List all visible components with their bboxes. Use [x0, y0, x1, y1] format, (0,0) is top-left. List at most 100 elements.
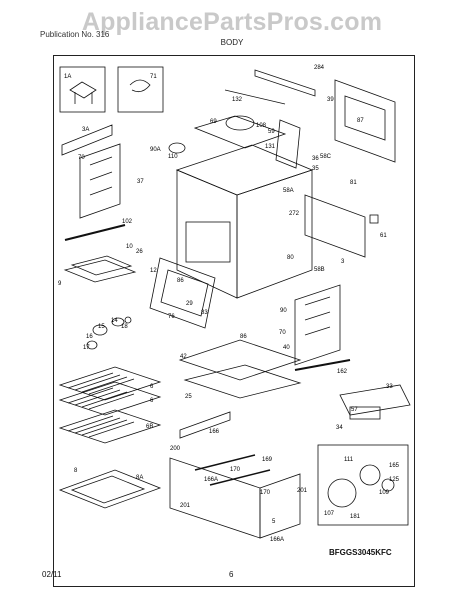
part-callout: 90 [280, 308, 287, 314]
part-17-knob [86, 340, 98, 350]
part-8-drawer [58, 469, 162, 509]
part-callout: 200 [170, 446, 181, 452]
part-10-broil-insert [70, 255, 133, 276]
part-284-drawing [69, 81, 97, 104]
part-callout: 90A [150, 147, 161, 153]
part-callout: 40 [283, 345, 290, 351]
part-87-drawing [344, 95, 386, 141]
part-57-drawing [349, 406, 381, 420]
part-callout: 6 [150, 384, 154, 390]
part-callout: 83 [201, 310, 208, 316]
part-callout: 6 [150, 398, 154, 404]
part-callout: 284 [314, 65, 325, 71]
part-111-blade [359, 464, 381, 486]
part-39-drawing [129, 79, 151, 93]
part-callout: 37 [137, 179, 144, 185]
part-132-drawing [224, 89, 286, 105]
part-callout: 1A [64, 74, 71, 80]
part-callout: 107 [324, 511, 335, 517]
part-callout: 125 [389, 477, 400, 483]
part-callout: 42 [180, 354, 187, 360]
part-14-knob [124, 316, 132, 324]
part-callout: 18 [121, 324, 128, 330]
part-callout: 3A [82, 127, 89, 133]
oven-side [236, 169, 313, 299]
part-callout: 165 [389, 463, 400, 469]
part-110-drawing [168, 142, 186, 154]
part-107-fan [327, 478, 357, 508]
part-callout: 9 [58, 281, 62, 287]
diagram-frame [53, 55, 415, 587]
part-36-drawing [275, 119, 301, 169]
part-callout: 86 [240, 334, 247, 340]
part-200-frame [169, 457, 261, 539]
part-callout: 34 [336, 425, 343, 431]
part-callout: 201 [297, 488, 308, 494]
part-callout: 132 [232, 97, 243, 103]
part-59-drawing [193, 115, 287, 149]
part-box-fan-assembly [317, 444, 409, 526]
footer-page-number: 6 [229, 570, 234, 579]
part-callout: 33 [386, 384, 393, 390]
part-201-frame [259, 473, 301, 539]
part-15-knob [111, 317, 125, 327]
part-272-panel [304, 194, 366, 258]
part-callout: 86 [177, 278, 184, 284]
part-callout: 110 [168, 154, 178, 160]
part-callout: 8A [136, 475, 143, 481]
part-76-door-frame [149, 257, 216, 329]
part-callout: 70 [78, 155, 85, 161]
part-callout: 102 [122, 219, 133, 225]
part-callout: 108 [256, 123, 267, 129]
part-callout: 109 [379, 490, 390, 496]
part-callout: 15 [98, 324, 105, 330]
header-text: Publication No. 316 [40, 30, 110, 39]
model-code: BFGGS3045KFC [329, 548, 392, 557]
part-callout: 70 [279, 330, 286, 336]
part-callout: 10 [126, 244, 133, 250]
part-71-back-panel [334, 79, 396, 163]
part-callout: 58C [320, 154, 332, 160]
part-70-right-panel [294, 284, 341, 366]
part-callout: 36 [312, 156, 319, 162]
part-callout: 5 [272, 519, 276, 525]
part-callout: 76 [168, 314, 175, 320]
part-83-window [160, 269, 209, 317]
part-callout: 6B [146, 424, 153, 430]
part-callout: 181 [350, 514, 361, 520]
part-33-panel [339, 384, 411, 416]
part-callout: 16 [86, 334, 93, 340]
part-callout: 12 [150, 268, 157, 274]
part-box-284 [59, 66, 106, 113]
part-70-side-panel [79, 143, 121, 219]
part-callout: 29 [186, 301, 193, 307]
part-166-rail [179, 411, 231, 439]
watermark-text: AppliancePartsPros.com [81, 8, 383, 36]
part-6b-rack [58, 409, 162, 444]
part-9-broil-pan [63, 259, 137, 283]
part-callout: 58A [283, 188, 294, 194]
part-callout: 14 [111, 318, 118, 324]
part-callout: 166A [204, 477, 218, 483]
part-125-motor [381, 478, 395, 492]
part-42-floor [178, 339, 302, 381]
part-callout: 166 [209, 429, 220, 435]
part-162-rail [294, 359, 351, 371]
part-callout: 61 [380, 233, 387, 239]
part-3a-drawing [61, 124, 113, 156]
part-callout: 131 [265, 144, 276, 150]
part-callout: 162 [337, 369, 348, 375]
part-callout: 57 [351, 407, 358, 413]
part-callout: 59 [268, 129, 275, 135]
part-1a-drawing [254, 69, 316, 97]
part-callout: 111 [344, 457, 354, 463]
oven-cavity [185, 221, 231, 263]
part-102-rail [64, 224, 126, 241]
part-callout: 81 [350, 180, 357, 186]
part-callout: 80 [287, 255, 294, 261]
part-81-drawing [369, 214, 379, 224]
part-callout: 87 [357, 118, 364, 124]
part-callout: 71 [150, 74, 157, 80]
part-callout: 170 [260, 490, 271, 496]
